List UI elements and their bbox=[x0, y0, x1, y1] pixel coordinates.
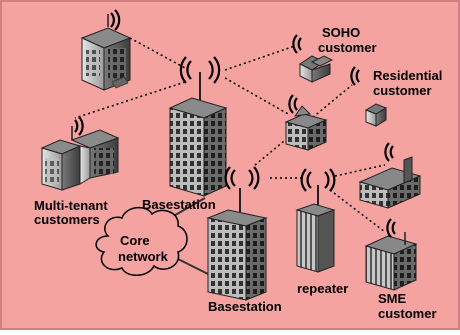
sme-label-line2: customer bbox=[378, 306, 437, 321]
link-repeater-factory bbox=[334, 164, 386, 177]
sme-building-icon bbox=[364, 232, 418, 291]
repeater-label: repeater bbox=[297, 281, 348, 296]
link-office-basestation bbox=[129, 37, 186, 69]
radio-waves-icon bbox=[74, 116, 84, 136]
wireless-links bbox=[74, 37, 386, 233]
cloud-icon bbox=[95, 206, 188, 276]
radio-waves-icon bbox=[179, 56, 221, 84]
link-basestation2-residential bbox=[254, 84, 353, 166]
soho-house-icon bbox=[299, 55, 334, 83]
link-basestation-soho bbox=[224, 45, 296, 71]
soho-label-line1: SOHO bbox=[322, 25, 360, 40]
sme-label-line1: SME bbox=[378, 291, 407, 306]
core-label-line2: network bbox=[118, 249, 169, 264]
radio-waves-icon bbox=[292, 34, 302, 54]
radio-waves bbox=[74, 9, 396, 238]
radio-waves-icon bbox=[300, 168, 336, 192]
multitenant-label-line2: customers bbox=[34, 212, 100, 227]
residential-label-line1: Residential bbox=[373, 68, 442, 83]
radio-waves-icon bbox=[386, 218, 396, 238]
factory-icon bbox=[358, 156, 422, 209]
core-label-line1: Core bbox=[120, 233, 150, 248]
soho-label-line2: customer bbox=[318, 40, 377, 55]
residential-house-icon bbox=[364, 103, 388, 127]
link-repeater-sme bbox=[329, 189, 386, 233]
residential-label-line2: customer bbox=[373, 83, 432, 98]
radio-waves-icon bbox=[224, 166, 260, 190]
multitenant-building-icon bbox=[40, 126, 120, 191]
radio-waves-icon bbox=[110, 9, 121, 31]
basestation-top-label: Basestation bbox=[142, 197, 216, 212]
repeater-tower bbox=[295, 185, 336, 273]
basestation-tower-bottom bbox=[206, 188, 268, 301]
wire-core-basestation1 bbox=[169, 197, 206, 219]
radio-waves-icon bbox=[350, 66, 360, 86]
office-building-icon bbox=[80, 14, 132, 91]
apartment-block-icon bbox=[284, 105, 328, 151]
basestation-tower-top bbox=[168, 72, 228, 197]
link-basestation-multitenant bbox=[74, 81, 186, 119]
basestation-bottom-label: Basestation bbox=[208, 299, 282, 314]
radio-waves-icon bbox=[384, 142, 394, 162]
multitenant-label-line1: Multi-tenant bbox=[34, 198, 108, 213]
radio-waves-icon bbox=[288, 94, 298, 114]
